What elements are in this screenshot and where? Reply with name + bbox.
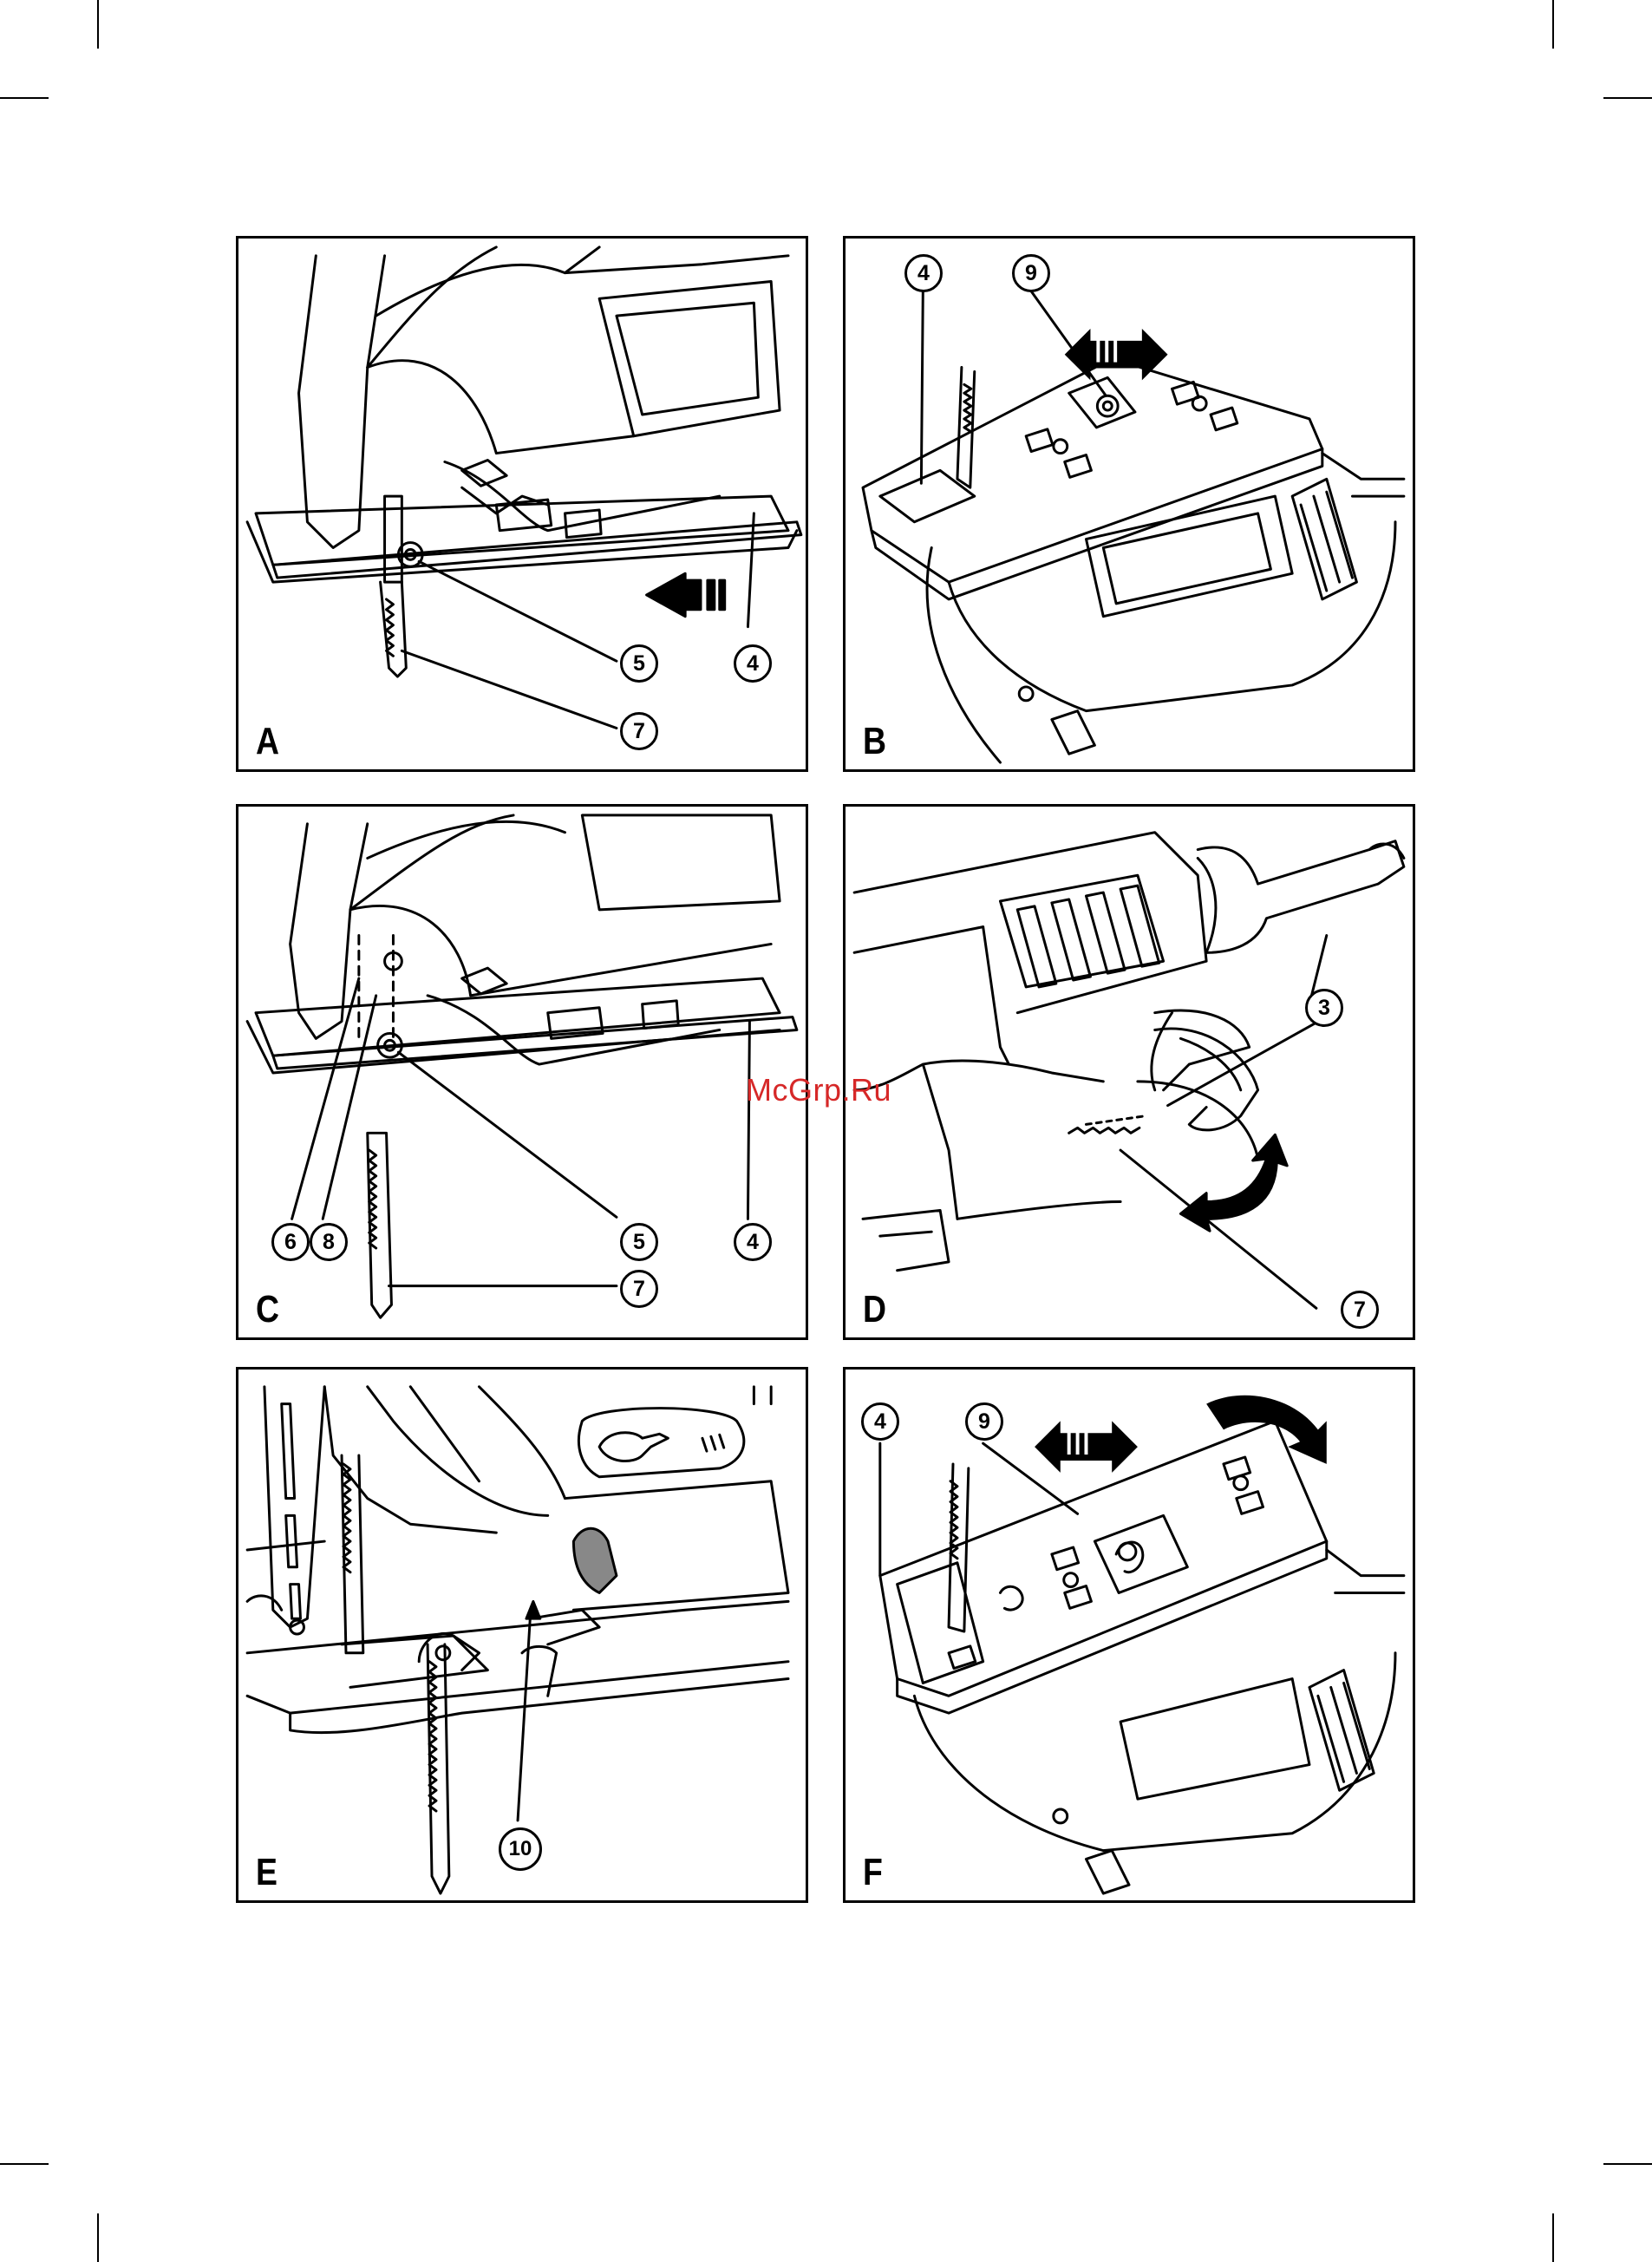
- callout-8: 8: [310, 1223, 348, 1261]
- callout-4: 4: [734, 644, 772, 683]
- crop-mark: [1603, 2163, 1652, 2165]
- callout-7: 7: [620, 1270, 658, 1308]
- figure-panel-f: 4 9 F: [843, 1367, 1415, 1903]
- figure-panel-b: 4 9 B: [843, 236, 1415, 772]
- callout-4: 4: [734, 1223, 772, 1261]
- panel-letter-e: E: [256, 1853, 278, 1892]
- panel-letter-c: C: [256, 1291, 279, 1329]
- crop-mark: [97, 2213, 99, 2262]
- watermark-text: McGrp.Ru: [746, 1072, 891, 1108]
- jigsaw-bevel-adjust-illustration: [846, 1370, 1413, 1900]
- callout-7: 7: [1341, 1291, 1379, 1329]
- crop-mark: [97, 0, 99, 49]
- panel-letter-f: F: [863, 1853, 883, 1892]
- jigsaw-pendulum-lever-illustration: [238, 1370, 806, 1900]
- callout-9: 9: [965, 1402, 1003, 1441]
- jigsaw-blade-clamp-lever-illustration: [846, 807, 1413, 1337]
- callout-3: 3: [1305, 989, 1343, 1027]
- crop-mark: [0, 97, 49, 99]
- figure-panel-c: 6 8 5 4 7 C: [236, 804, 808, 1340]
- crop-mark: [1552, 0, 1554, 49]
- figure-panel-e: 10 E: [236, 1367, 808, 1903]
- callout-6: 6: [271, 1223, 310, 1261]
- callout-4: 4: [904, 254, 943, 292]
- panel-letter-a: A: [256, 722, 279, 761]
- callout-5: 5: [620, 644, 658, 683]
- callout-10: 10: [499, 1827, 542, 1871]
- callout-5: 5: [620, 1223, 658, 1261]
- panel-letter-d: D: [863, 1291, 886, 1329]
- crop-mark: [1552, 2213, 1554, 2262]
- crop-mark: [1603, 97, 1652, 99]
- callout-4: 4: [861, 1402, 899, 1441]
- callout-7: 7: [620, 712, 658, 750]
- jigsaw-base-plate-illustration: [846, 239, 1413, 769]
- panel-letter-b: B: [863, 722, 886, 761]
- jigsaw-blade-insert-illustration: [238, 239, 806, 769]
- callout-9: 9: [1012, 254, 1050, 292]
- figure-panel-a: 5 4 7 A: [236, 236, 808, 772]
- crop-mark: [0, 2163, 49, 2165]
- figure-panel-d: 3 7 D: [843, 804, 1415, 1340]
